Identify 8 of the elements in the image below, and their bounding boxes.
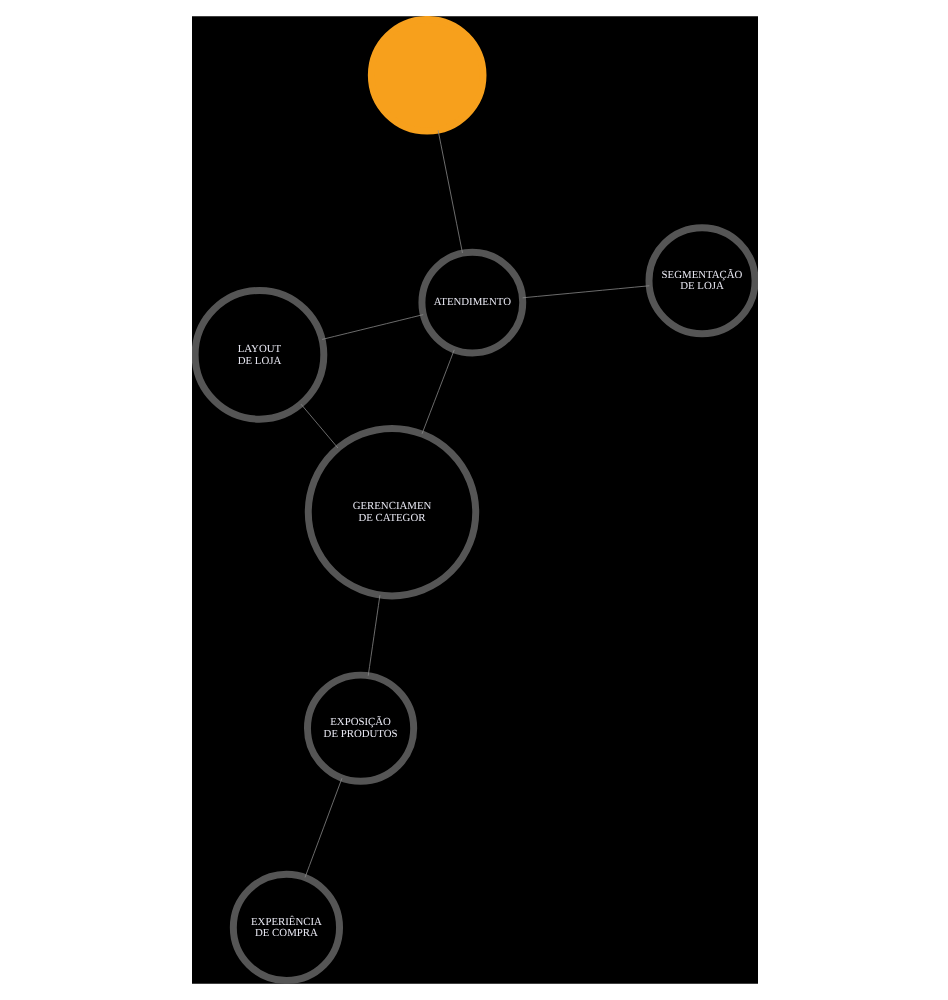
connector: [366, 594, 380, 677]
connector: [420, 349, 454, 435]
connector: [436, 129, 462, 254]
connector: [303, 777, 342, 878]
connector: [320, 314, 423, 340]
connector: [521, 285, 649, 299]
connector: [299, 403, 338, 449]
node-circle: [366, 16, 486, 135]
